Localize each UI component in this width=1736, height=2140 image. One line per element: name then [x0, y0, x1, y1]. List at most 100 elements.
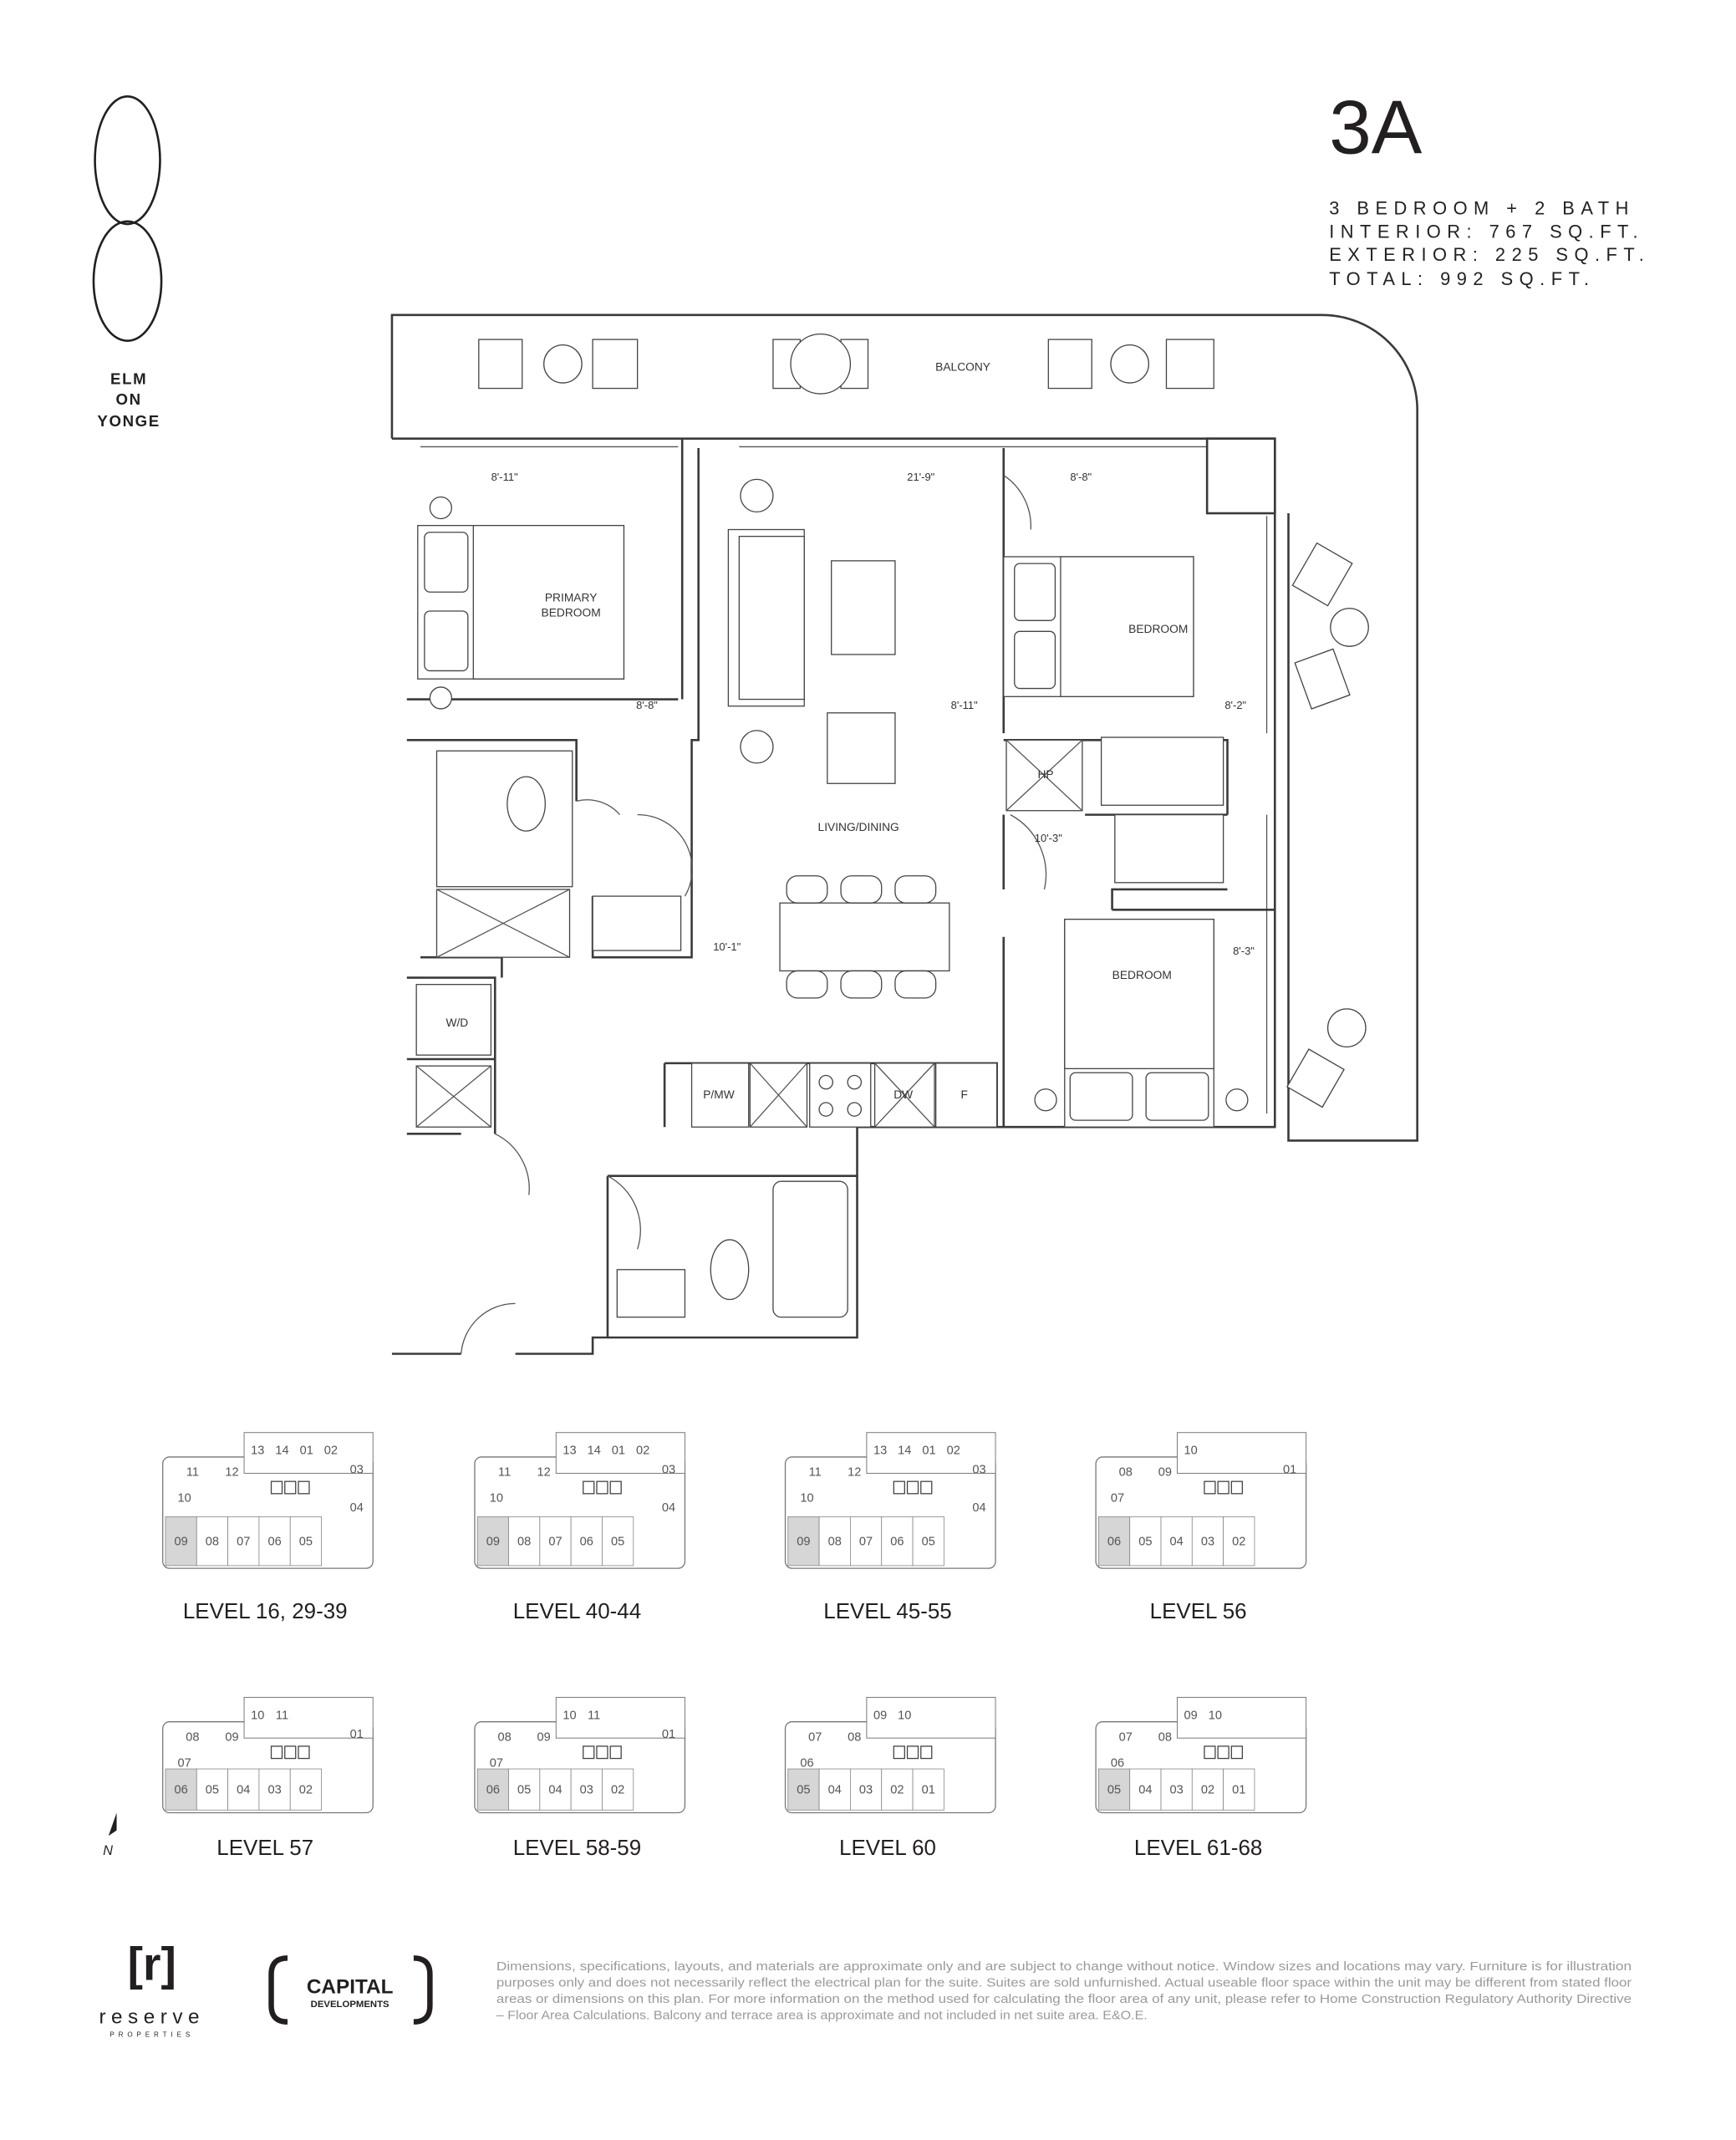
keyplate-unit-label: 01 [1283, 1463, 1296, 1476]
keyplate-unit [1191, 1768, 1224, 1811]
keyplate-unit [1223, 1516, 1255, 1567]
keyplate-unit [289, 1516, 322, 1567]
keyplate-unit-label: 02 [299, 1784, 313, 1797]
keyplate-unit-label: 03 [1201, 1536, 1214, 1549]
keyplate-unit-label: 04 [548, 1784, 562, 1797]
elevator-icon [1204, 1745, 1216, 1760]
keyplate-unit-label: 09 [873, 1709, 887, 1722]
keyplate-unit-label: 03 [580, 1784, 593, 1797]
keyplate-unit [1129, 1516, 1162, 1567]
elevator-icon [583, 1745, 595, 1760]
elevator-icon [298, 1745, 310, 1760]
keyplate-unit-label: 12 [537, 1466, 551, 1480]
keyplate-unit [1160, 1768, 1193, 1811]
keyplate-unit-label: 07 [1111, 1492, 1124, 1506]
keyplate-unit-label: 10 [178, 1492, 191, 1506]
keyplate-unit-highlighted [476, 1516, 509, 1567]
keyplate-unit-highlighted [476, 1768, 509, 1811]
keyplate-unit-label: 03 [662, 1463, 675, 1476]
keyplate-unit-label: 11 [498, 1466, 511, 1480]
elevator-icon [270, 1480, 283, 1495]
keyplate-unit-label: 04 [662, 1501, 675, 1515]
appliance-label-dw: DW [893, 1088, 913, 1101]
keyplate-unit-label: 04 [828, 1784, 842, 1797]
keyplate-unit [508, 1516, 541, 1567]
keyplate-unit-label: 03 [350, 1463, 364, 1476]
room-label-bedroom: BEDROOM [1128, 623, 1188, 635]
keyplate-unit-label: 03 [972, 1463, 985, 1476]
keyplate-unit [1191, 1516, 1224, 1567]
elevator-icon [596, 1745, 608, 1760]
disclaimer-line: – Floor Area Calculations. Balcony and t… [496, 2008, 1148, 2022]
keyplate-unit-label: 09 [486, 1536, 500, 1549]
disclaimer-line: purposes only and does not necessarily r… [496, 1975, 1632, 1990]
keyplate-unit-label: 05 [299, 1536, 313, 1549]
reserve-properties-logo: [r] reserve PROPERTIES [99, 1938, 199, 2039]
keyplate-unit-label: 04 [1170, 1536, 1184, 1549]
keyplate-unit [258, 1516, 291, 1567]
keyplate-unit-label: 08 [828, 1536, 842, 1549]
keyplate-level-label: LEVEL 61-68 [1134, 1835, 1262, 1860]
keyplate-unit-label: 07 [237, 1536, 250, 1549]
keyplate-unit-label: 06 [1111, 1756, 1124, 1770]
keyplate-unit-highlighted [1097, 1516, 1131, 1567]
keyplate-unit-label: 01 [922, 1444, 935, 1458]
elevator-icon [609, 1480, 622, 1495]
keyplate-unit [539, 1768, 572, 1811]
keyplate-unit-highlighted [165, 1516, 197, 1567]
keyplate-unit-label: 09 [1158, 1466, 1172, 1480]
reserve-logo-sub: PROPERTIES [109, 2031, 194, 2039]
keyplate-unit-label: 10 [490, 1492, 503, 1506]
keyplate-unit-label: 06 [800, 1756, 813, 1770]
brand-line: YONGE [97, 412, 160, 430]
keyplate-unit-label: 10 [251, 1709, 264, 1722]
room-label-hp: HP [1037, 768, 1053, 781]
elevator-icon [1230, 1745, 1244, 1760]
keyplate-unit-label: 05 [1107, 1784, 1121, 1797]
keyplate-unit-label: 07 [1119, 1730, 1133, 1744]
suite-spec: EXTERIOR: 225 SQ.FT. [1329, 244, 1650, 265]
dimension-label: 8'-8" [636, 699, 658, 711]
keyplate-unit-label: 05 [206, 1784, 219, 1797]
room-label-living-dining: LIVING/DINING [818, 821, 899, 833]
keyplate-unit-label: 09 [225, 1730, 238, 1744]
capital-developments-logo: CAPITAL DEVELOPMENTS [268, 1955, 433, 2025]
keyplate-unit [1129, 1768, 1162, 1811]
keyplate-unit-label: 07 [490, 1756, 503, 1770]
elevator-icon [893, 1480, 905, 1495]
balcony-outline [390, 313, 1418, 1142]
keyplate-unit [196, 1768, 229, 1811]
elevator-icon [906, 1745, 919, 1760]
keyplate-unit-label: 09 [537, 1730, 551, 1744]
disclaimer: Dimensions, specifications, layouts, and… [496, 1959, 1632, 2022]
dimension-label: 8'-11" [491, 471, 518, 483]
disclaimer-line: Dimensions, specifications, layouts, and… [496, 1959, 1632, 1974]
dimension-label: 21'-9" [907, 471, 934, 483]
keyplate-unit-label: 11 [276, 1709, 288, 1722]
elevator-icon [920, 1480, 933, 1495]
keyplate-unit-label: 09 [797, 1536, 810, 1549]
keyplate-unit-label: 02 [890, 1784, 904, 1797]
keyplate-unit-label: 14 [275, 1444, 288, 1458]
elevator-icon [1217, 1745, 1229, 1760]
keyplate-unit-label: 11 [186, 1466, 199, 1480]
keyplate-unit-label: 14 [588, 1444, 601, 1458]
keyplate-unit [881, 1516, 914, 1567]
brand-line: ELM [110, 370, 147, 388]
keyplate-unit-label: 07 [859, 1536, 873, 1549]
keyplate-level-label: LEVEL 57 [216, 1835, 313, 1860]
keyplate-unit-label: 08 [186, 1730, 199, 1744]
keyplate-unit-label: 04 [972, 1501, 985, 1515]
elevator-icon [1230, 1480, 1244, 1495]
keyplate-unit-label: 06 [580, 1536, 593, 1549]
elevator-icon [920, 1745, 933, 1760]
keyplate-unit-label: 10 [898, 1709, 911, 1722]
keyplate-unit-label: 02 [1232, 1536, 1245, 1549]
keyplate-unit-highlighted [787, 1516, 820, 1567]
keyplate-level-label: LEVEL 56 [1150, 1598, 1247, 1623]
room-label-bedroom: BEDROOM [1112, 969, 1172, 981]
dimension-label: 10'-1" [713, 940, 741, 953]
